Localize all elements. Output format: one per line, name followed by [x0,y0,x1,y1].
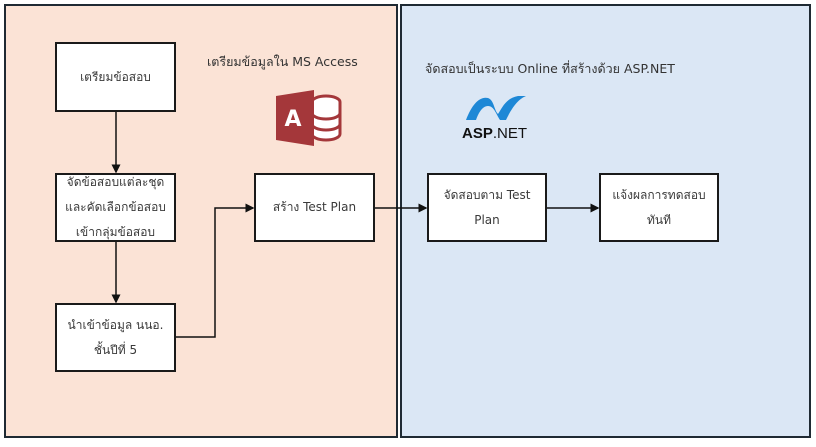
step-exam: จัดสอบตาม Test Plan [427,173,547,242]
ms-access-panel-title: เตรียมข้อมูลใน MS Access [207,54,358,69]
aspnet-logo-text-bold: ASP [462,125,493,142]
step-prepare: เตรียมข้อสอบ [55,42,176,112]
step-import: นำเข้าข้อมูล นนอ. ชั้นปีที่ 5 [55,303,176,372]
aspnet-logo-text: .NET [492,125,528,142]
step-organize: จัดข้อสอบแต่ละชุด และคัดเลือกข้อสอบ เข้า… [55,173,176,242]
step-notify: แจ้งผลการทดสอบ ทันที [599,173,719,242]
ms-access-icon: A [276,90,342,146]
aspnet-icon: ASP.NET [462,94,532,144]
aspnet-panel-title: จัดสอบเป็นระบบ Online ที่สร้างด้วย ASP.N… [425,61,675,76]
svg-text:A: A [284,107,301,132]
step-create-plan: สร้าง Test Plan [254,173,375,242]
